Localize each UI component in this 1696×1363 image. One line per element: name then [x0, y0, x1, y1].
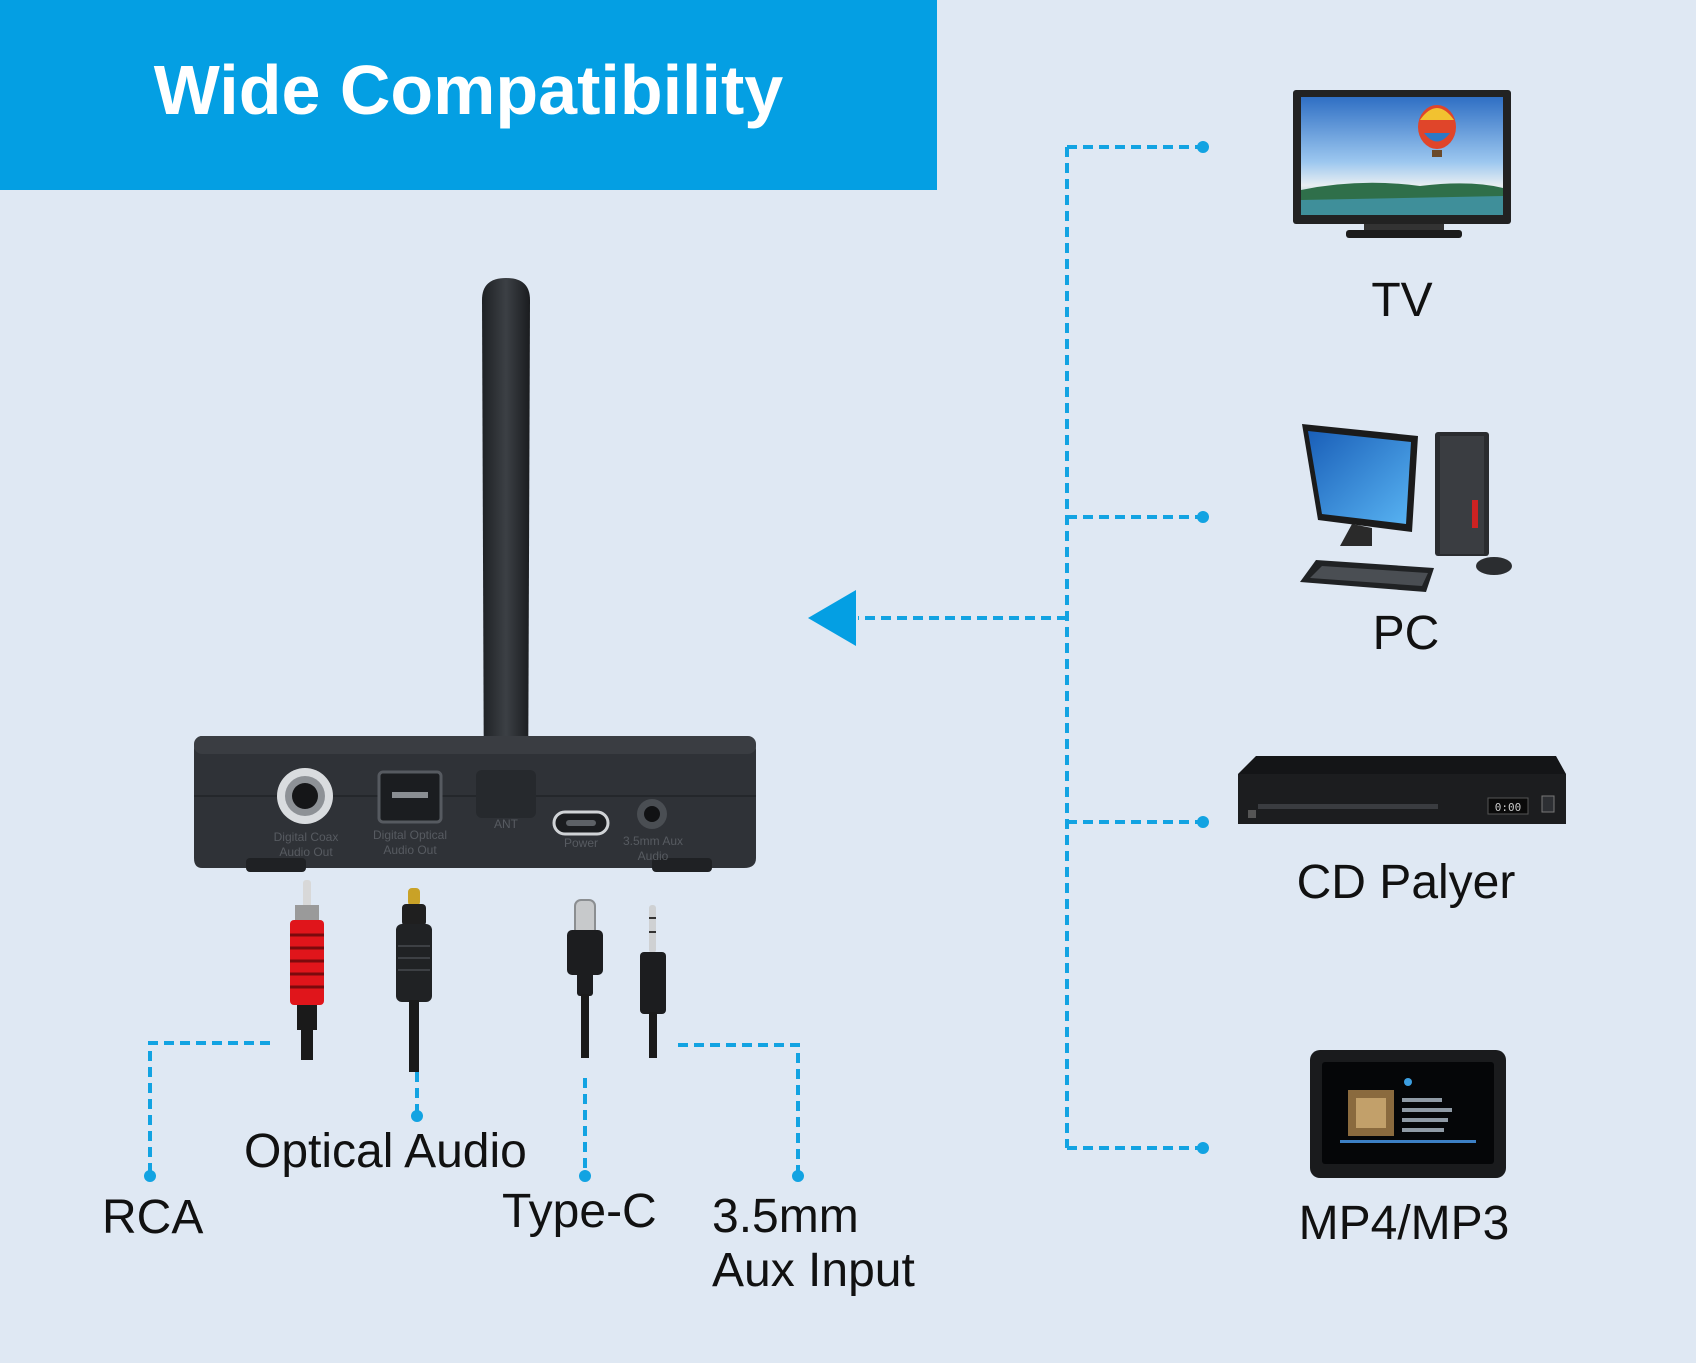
tv-label: TV	[1371, 274, 1433, 327]
optical-port-label: Digital Optical Audio Out	[346, 828, 474, 858]
aux-input-label-line2: Aux Input	[712, 1244, 915, 1297]
bluetooth-transmitter-device	[194, 278, 756, 872]
aux-port-label: 3.5mm Aux Audio	[608, 834, 698, 864]
rca-label: RCA	[102, 1191, 204, 1244]
optical-port-label-line2: Audio Out	[383, 843, 437, 857]
optical-port-label-line1: Digital Optical	[372, 828, 448, 842]
pc-icon	[1300, 424, 1512, 592]
aux-cable-icon	[640, 905, 666, 1058]
aux-input-label-line1: 3.5mm	[712, 1190, 859, 1243]
coax-port-label-line2: Audio Out	[279, 845, 333, 859]
aux-port-icon	[637, 799, 667, 829]
title-banner	[0, 0, 937, 190]
type-c-label: Type-C	[502, 1185, 657, 1238]
connector-dots	[1197, 141, 1209, 1154]
antenna-icon	[482, 278, 530, 818]
coax-port-icon	[277, 768, 333, 824]
coax-port-label-line1: Digital Coax	[273, 830, 339, 844]
aux-port-label-line1: 3.5mm Aux	[622, 834, 684, 848]
connector-lines	[858, 145, 1202, 1150]
rca-cable-icon	[290, 880, 324, 1060]
banner-title: Wide Compatibility	[153, 51, 784, 129]
usb-c-port-icon	[552, 810, 610, 836]
power-label: Power	[563, 836, 598, 850]
tv-icon	[1293, 90, 1511, 238]
svg-text:0:00: 0:00	[1495, 801, 1522, 814]
optical-port-icon	[377, 770, 443, 824]
aux-port-label-line2: Audio	[637, 849, 669, 863]
cd-player-label: CD Palyer	[1296, 856, 1516, 909]
pc-label: PC	[1372, 607, 1440, 660]
ant-label: ANT	[494, 817, 518, 831]
arrow-left-icon	[808, 590, 856, 646]
aux-input-label: 3.5mm Aux Input	[712, 1190, 915, 1298]
coax-port-label: Digital Coax Audio Out	[244, 830, 368, 860]
optical-audio-label: Optical Audio	[244, 1125, 527, 1178]
type-c-cable-icon	[567, 899, 603, 1058]
mp4-mp3-label: MP4/MP3	[1298, 1197, 1510, 1250]
optical-cable-icon	[396, 888, 432, 1072]
cd-player-icon: 0:00	[1238, 756, 1566, 824]
cable-leaders	[148, 1041, 800, 1172]
mp4-player-icon	[1310, 1050, 1506, 1178]
